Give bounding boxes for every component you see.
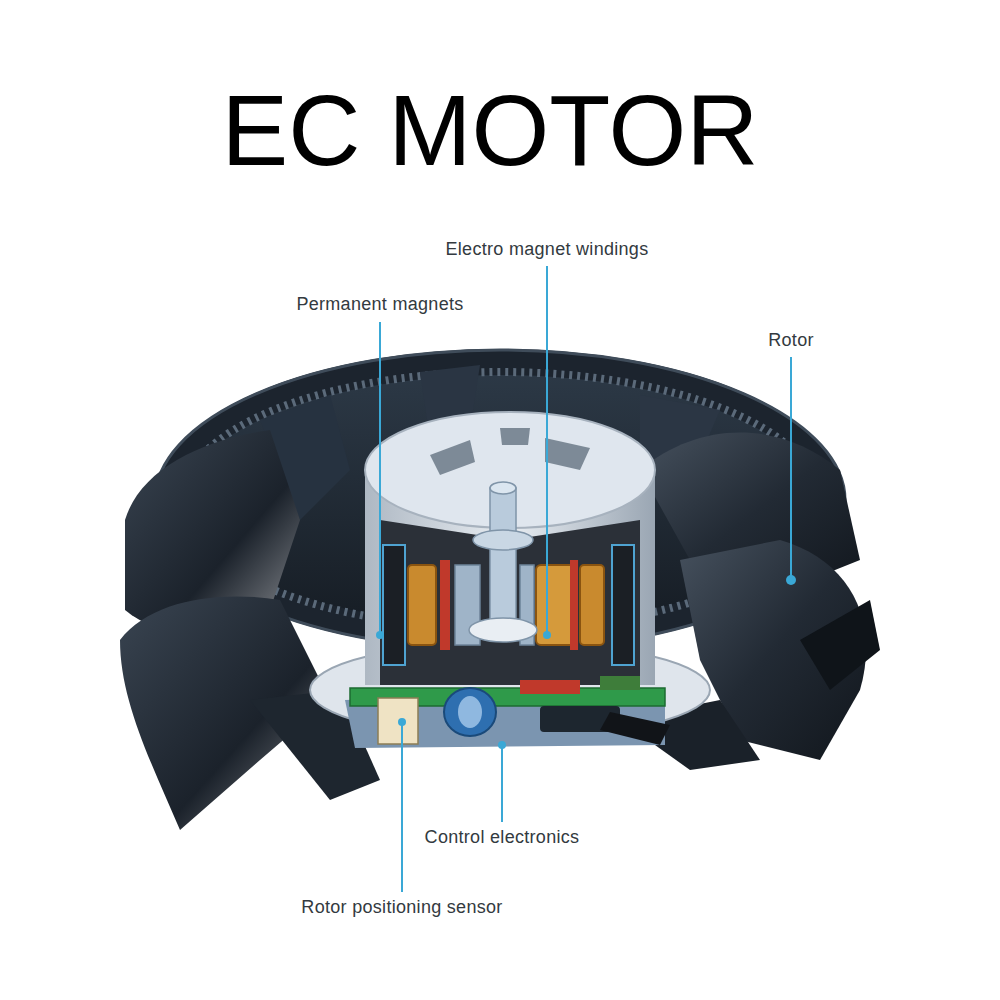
ellipse-shape: [473, 530, 533, 550]
path-shape: [545, 438, 590, 470]
part-label: Permanent magnets: [293, 293, 466, 317]
rect-shape: [612, 545, 634, 665]
part-label: Rotor: [765, 329, 817, 353]
line-shape: [401, 725, 403, 892]
rect-shape: [600, 676, 640, 690]
circle-shape: [786, 575, 796, 585]
rect-shape: [383, 545, 405, 665]
path-shape: [600, 712, 670, 745]
ellipse-shape: [490, 482, 516, 494]
title: EC MOTOR: [221, 80, 758, 180]
control-electronics: [345, 676, 670, 748]
motor-hub: [310, 412, 710, 738]
part-label: Control electronics: [422, 826, 583, 850]
rect-shape: [490, 488, 516, 623]
part-label: Electro magnet windings: [442, 238, 651, 262]
circle-shape: [398, 718, 406, 726]
rect-shape: [378, 698, 418, 744]
ellipse-shape: [444, 688, 496, 736]
circle-shape: [376, 631, 384, 639]
path-shape: [430, 440, 475, 475]
rect-shape: [440, 560, 450, 650]
line-shape: [501, 748, 503, 822]
line-shape: [546, 266, 548, 632]
part-label: Rotor positioning sensor: [298, 896, 505, 920]
line-shape: [790, 357, 792, 577]
circle-shape: [498, 741, 506, 749]
path-shape: [800, 600, 880, 690]
rect-shape: [408, 565, 436, 645]
impeller: [120, 350, 880, 830]
ellipse-shape: [469, 618, 537, 642]
rect-shape: [520, 680, 580, 694]
ellipse-shape: [458, 696, 482, 728]
line-shape: [379, 322, 381, 632]
rect-shape: [570, 560, 578, 650]
circle-shape: [543, 631, 551, 639]
path-shape: [500, 428, 530, 445]
rect-shape: [580, 565, 604, 645]
leader-lines: [376, 266, 796, 892]
